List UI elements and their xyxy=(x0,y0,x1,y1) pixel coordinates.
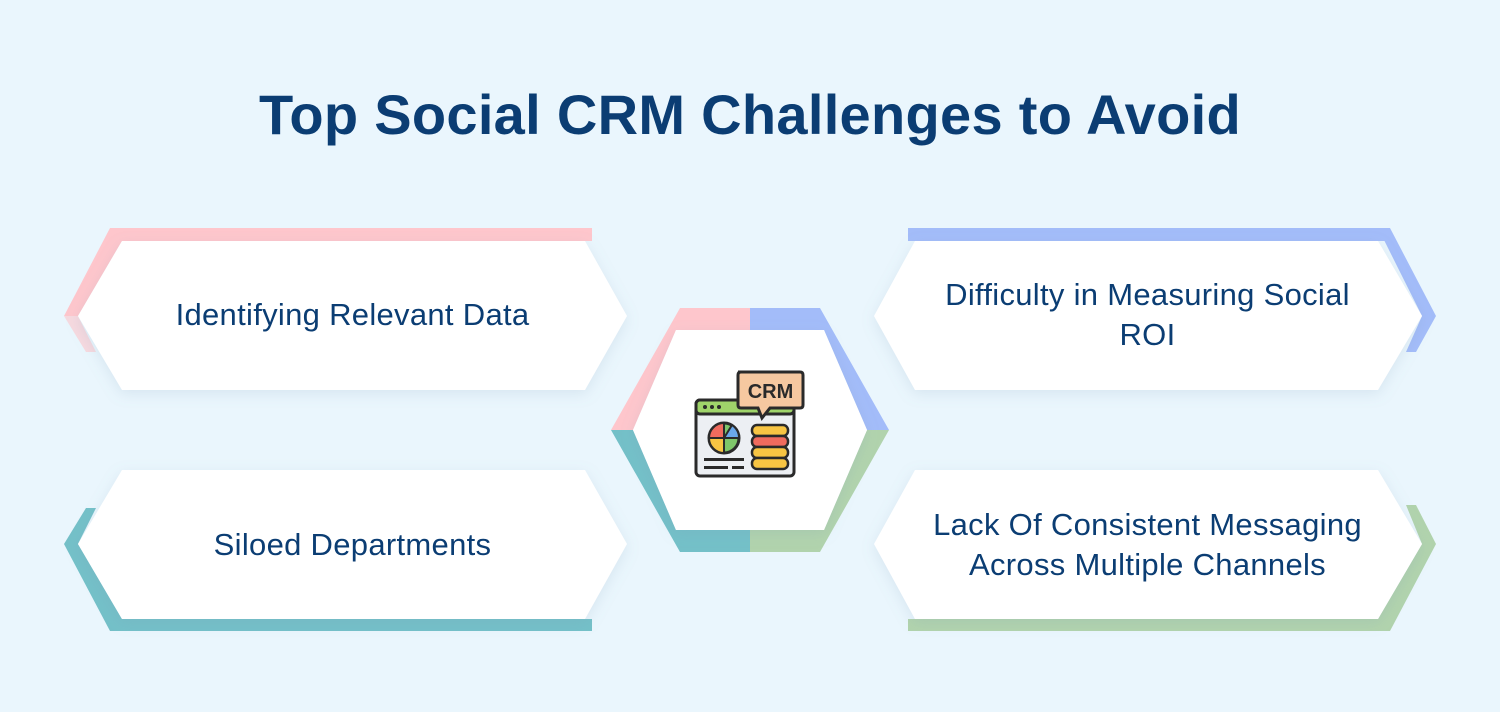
crm-badge-text: CRM xyxy=(748,381,794,403)
page-title: Top Social CRM Challenges to Avoid xyxy=(259,83,1241,146)
crm-dashboard-icon: CRM xyxy=(694,370,805,478)
challenge-card-measuring-social-roi xyxy=(874,228,1436,390)
challenge-card-consistent-messaging xyxy=(874,470,1436,631)
challenge-label-measuring-social-roi: Difficulty in Measuring Social ROI xyxy=(945,277,1350,352)
challenge-card-siloed-departments xyxy=(64,470,627,631)
challenge-label-consistent-messaging: Lack Of Consistent Messaging Across Mult… xyxy=(933,507,1362,582)
challenge-card-identifying-relevant-data xyxy=(64,228,627,390)
challenge-label-siloed-departments: Siloed Departments xyxy=(213,527,492,562)
challenge-label-identifying-relevant-data: Identifying Relevant Data xyxy=(175,297,530,332)
